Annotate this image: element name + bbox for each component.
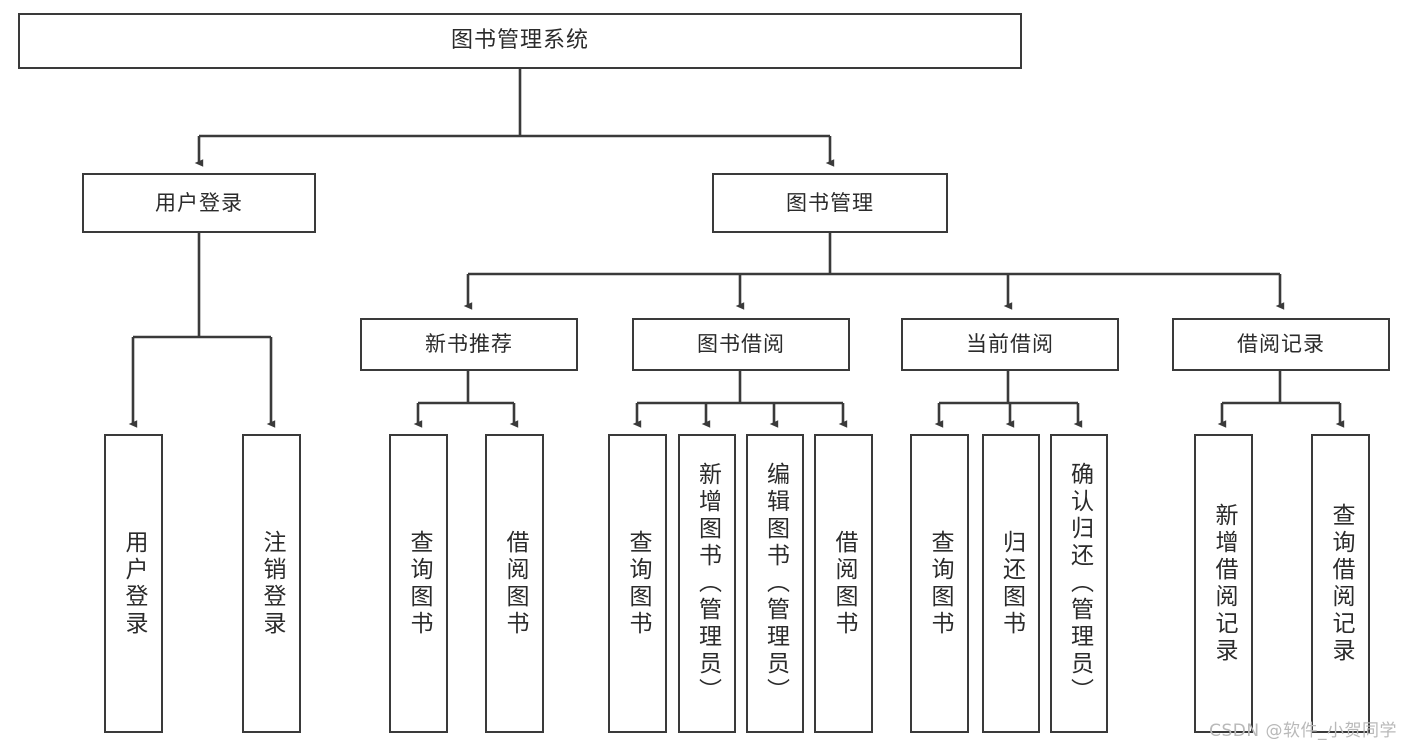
node-leaf-query-book-2[interactable]: 查询图书: [608, 434, 667, 733]
node-leaf-query-book-1[interactable]: 查询图书: [389, 434, 448, 733]
node-leaf-add-record-label: 新增借阅记录: [1211, 502, 1237, 665]
node-new-book-recommend-label: 新书推荐: [425, 332, 513, 357]
node-leaf-borrow-book-1[interactable]: 借阅图书: [485, 434, 544, 733]
node-leaf-edit-book[interactable]: 编辑图书（管理员）: [746, 434, 804, 733]
node-leaf-user-login[interactable]: 用户登录: [104, 434, 163, 733]
node-book-borrow-label: 图书借阅: [697, 332, 785, 357]
node-leaf-add-book-label: 新增图书（管理员）: [694, 462, 721, 705]
node-leaf-confirm-return-label: 确认归还（管理员）: [1066, 462, 1093, 705]
node-leaf-logout-login-label: 注销登录: [259, 529, 285, 638]
node-root-system[interactable]: 图书管理系统: [18, 13, 1022, 69]
node-leaf-borrow-book-2[interactable]: 借阅图书: [814, 434, 873, 733]
node-book-manage-label: 图书管理: [786, 190, 874, 215]
node-current-borrow[interactable]: 当前借阅: [901, 318, 1119, 371]
node-leaf-user-login-label: 用户登录: [121, 529, 147, 638]
node-leaf-confirm-return[interactable]: 确认归还（管理员）: [1050, 434, 1108, 733]
node-user-login-label: 用户登录: [155, 190, 243, 215]
node-leaf-edit-book-label: 编辑图书（管理员）: [762, 462, 789, 705]
node-leaf-add-book[interactable]: 新增图书（管理员）: [678, 434, 736, 733]
node-leaf-query-book-3-label: 查询图书: [927, 529, 953, 638]
node-user-login[interactable]: 用户登录: [82, 173, 316, 233]
watermark-text: CSDN @软件_小贺同学: [1209, 721, 1397, 741]
node-book-manage[interactable]: 图书管理: [712, 173, 948, 233]
node-leaf-query-book-1-label: 查询图书: [406, 529, 432, 638]
node-leaf-borrow-book-1-label: 借阅图书: [502, 529, 528, 638]
node-book-borrow[interactable]: 图书借阅: [632, 318, 850, 371]
node-leaf-return-book-label: 归还图书: [998, 529, 1025, 638]
node-leaf-query-record[interactable]: 查询借阅记录: [1311, 434, 1370, 733]
node-borrow-record[interactable]: 借阅记录: [1172, 318, 1390, 371]
node-leaf-query-book-3[interactable]: 查询图书: [910, 434, 969, 733]
node-root-system-label: 图书管理系统: [450, 28, 589, 54]
node-current-borrow-label: 当前借阅: [966, 332, 1054, 357]
node-leaf-query-book-2-label: 查询图书: [625, 529, 651, 638]
node-borrow-record-label: 借阅记录: [1237, 332, 1325, 357]
node-leaf-query-record-label: 查询借阅记录: [1328, 502, 1354, 665]
node-leaf-logout-login[interactable]: 注销登录: [242, 434, 301, 733]
node-leaf-add-record[interactable]: 新增借阅记录: [1194, 434, 1253, 733]
node-leaf-return-book[interactable]: 归还图书: [982, 434, 1040, 733]
node-new-book-recommend[interactable]: 新书推荐: [360, 318, 578, 371]
node-leaf-borrow-book-2-label: 借阅图书: [831, 529, 857, 638]
